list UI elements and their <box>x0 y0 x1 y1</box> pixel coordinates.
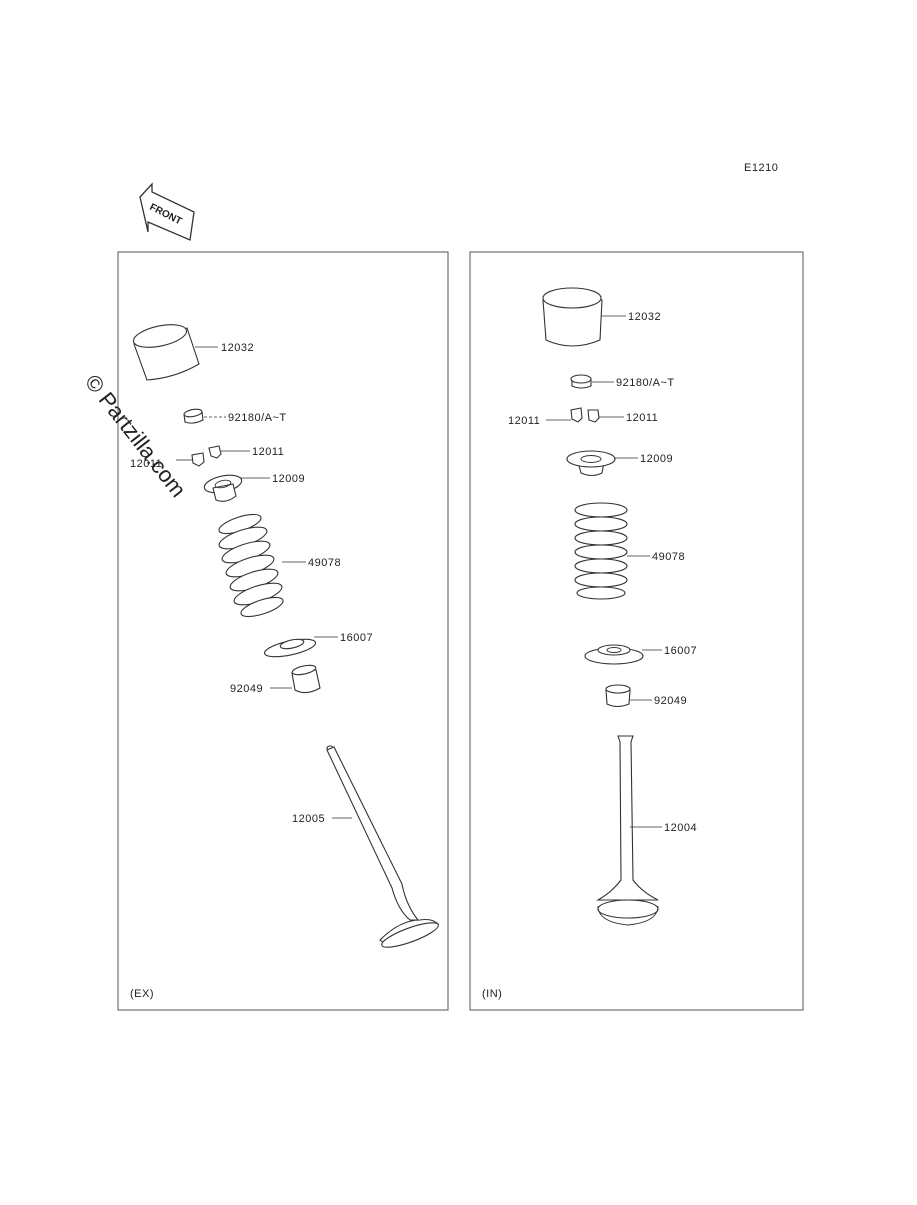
in-shim[interactable]: 92180/A~T <box>570 374 675 389</box>
in-valve[interactable]: 12004 <box>595 735 697 926</box>
in-spring[interactable]: 49078 <box>574 502 685 600</box>
ex-retainer[interactable]: 12009 <box>203 472 305 502</box>
ex-cotter-right-label: 12011 <box>252 446 284 458</box>
in-retainer-label: 12009 <box>640 453 673 465</box>
in-retainer[interactable]: 12009 <box>566 450 673 477</box>
ex-cotters[interactable]: 12011 12011 <box>130 445 284 470</box>
panel-in-border <box>469 251 804 1011</box>
ex-valve-label: 12005 <box>292 813 325 825</box>
in-stem-seal[interactable]: 92049 <box>605 684 687 708</box>
ex-valve[interactable]: 12005 <box>292 745 441 952</box>
in-cotter-left-label: 12011 <box>508 415 540 427</box>
ex-shim[interactable]: 92180/A~T <box>183 408 287 424</box>
panel-ex: (EX) 12032 92180/A~T 12011 12011 <box>117 251 449 1011</box>
in-cotters[interactable]: 12011 12011 <box>508 407 658 427</box>
watermark: © Partzilla.com <box>80 370 191 502</box>
ex-spring-seat[interactable]: 16007 <box>263 632 373 660</box>
in-shim-label: 92180/A~T <box>616 377 675 389</box>
panel-in: (IN) 12032 92180/A~T 12011 12011 <box>469 251 804 1011</box>
in-lifter-label: 12032 <box>628 311 661 323</box>
ex-spring[interactable]: 49078 <box>217 511 341 621</box>
front-arrow-icon: FRONT <box>139 182 195 241</box>
ex-cotter-left-label: 12011 <box>130 458 162 470</box>
ex-shim-label: 92180/A~T <box>228 412 287 424</box>
panel-ex-label: (EX) <box>130 988 154 1000</box>
ex-spring-seat-label: 16007 <box>340 632 373 644</box>
ex-stem-seal-label: 92049 <box>230 683 263 695</box>
in-spring-label: 49078 <box>652 551 685 563</box>
ex-retainer-label: 12009 <box>272 473 305 485</box>
ex-lifter-label: 12032 <box>221 342 254 354</box>
ex-lifter[interactable]: 12032 <box>132 321 255 381</box>
in-lifter[interactable]: 12032 <box>542 287 661 347</box>
in-spring-seat[interactable]: 16007 <box>584 644 697 665</box>
panel-ex-border <box>117 251 449 1011</box>
diagram-code: E1210 <box>744 162 778 174</box>
panel-in-label: (IN) <box>482 988 502 1000</box>
ex-spring-label: 49078 <box>308 557 341 569</box>
in-valve-label: 12004 <box>664 822 697 834</box>
in-stem-seal-label: 92049 <box>654 695 687 707</box>
in-spring-seat-label: 16007 <box>664 645 697 657</box>
ex-stem-seal[interactable]: 92049 <box>230 664 321 695</box>
in-cotter-right-label: 12011 <box>626 412 658 424</box>
